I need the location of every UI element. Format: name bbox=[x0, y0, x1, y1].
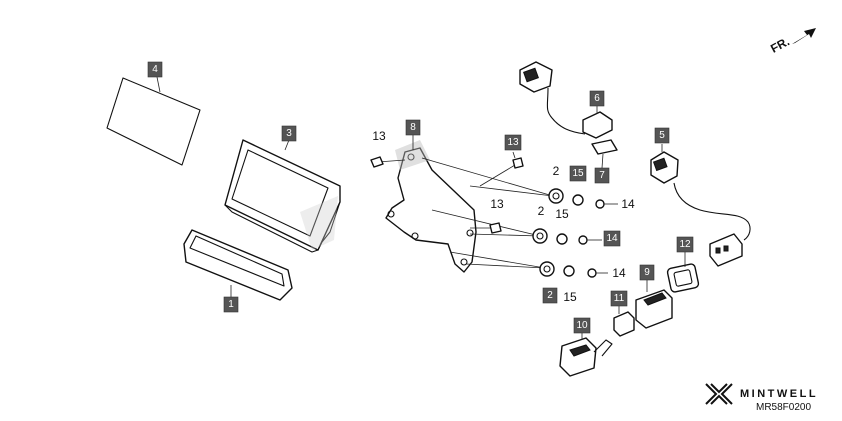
collar-15-c bbox=[563, 265, 575, 277]
grommet-2-a bbox=[548, 188, 564, 204]
callout-2a: 2 bbox=[553, 164, 560, 178]
callout-15b: 15 bbox=[555, 207, 569, 221]
callout-7: 7 bbox=[594, 167, 610, 184]
part-10-socket bbox=[559, 333, 613, 377]
part-code: MR58F0200 bbox=[756, 402, 811, 413]
callout-14c: 14 bbox=[612, 266, 626, 280]
callout-2c-label: 2 bbox=[547, 290, 553, 301]
screw-14-c bbox=[587, 268, 608, 278]
callout-5-label: 5 bbox=[659, 130, 665, 141]
callout-10: 10 bbox=[573, 317, 591, 334]
part-7-pad bbox=[591, 139, 618, 169]
part-8-bracket bbox=[385, 135, 477, 273]
collar-15-b bbox=[556, 233, 568, 245]
callout-1: 1 bbox=[223, 296, 239, 313]
grommet-2-c bbox=[539, 261, 555, 277]
callout-14b: 14 bbox=[603, 230, 621, 247]
callout-4: 4 bbox=[147, 61, 163, 78]
part-12-gasket bbox=[666, 252, 700, 293]
assembly-lines bbox=[377, 157, 554, 269]
callout-9-label: 9 bbox=[644, 267, 650, 278]
part-1-cover bbox=[183, 229, 293, 301]
callout-14a: 14 bbox=[621, 197, 635, 211]
brand-watermark: MINTWELL bbox=[705, 383, 818, 405]
callout-11-label: 11 bbox=[614, 293, 625, 304]
callout-3-label: 3 bbox=[286, 128, 292, 139]
screw-14-a bbox=[595, 199, 618, 209]
direction-label: FR. bbox=[768, 34, 792, 55]
part-11-cap bbox=[613, 306, 635, 337]
callout-6: 6 bbox=[589, 90, 605, 107]
callout-9: 9 bbox=[639, 264, 655, 281]
callout-2c: 2 bbox=[542, 287, 558, 304]
part-9-socket bbox=[635, 280, 673, 329]
callout-10-label: 10 bbox=[576, 320, 588, 331]
callout-4-label: 4 bbox=[152, 64, 158, 75]
collar-15-a bbox=[572, 194, 584, 206]
part-4-film bbox=[106, 76, 201, 166]
callout-15a: 15 bbox=[569, 165, 587, 182]
callout-8-label: 8 bbox=[410, 122, 416, 133]
brand-logo-icon bbox=[705, 383, 733, 405]
bolt-13-c bbox=[489, 222, 502, 234]
callout-3: 3 bbox=[281, 125, 297, 142]
part-6-harness bbox=[519, 61, 613, 139]
front-direction-indicator: FR. bbox=[768, 28, 816, 56]
callout-5: 5 bbox=[654, 127, 670, 144]
callout-15c: 15 bbox=[563, 290, 577, 304]
arrow-icon bbox=[792, 28, 816, 44]
part-3-display bbox=[224, 139, 341, 253]
callout-11: 11 bbox=[610, 290, 628, 307]
brand-name: MINTWELL bbox=[740, 388, 818, 400]
part-5-harness bbox=[650, 144, 751, 267]
callout-13b-label: 13 bbox=[507, 137, 519, 148]
callout-13b: 13 bbox=[504, 134, 522, 151]
callout-12-label: 12 bbox=[679, 239, 691, 250]
callout-7-label: 7 bbox=[599, 170, 605, 181]
bolt-13-a bbox=[370, 156, 384, 168]
callout-14b-label: 14 bbox=[606, 233, 618, 244]
bolt-13-b bbox=[512, 151, 524, 169]
callout-13c: 13 bbox=[490, 197, 504, 211]
callout-8: 8 bbox=[405, 119, 421, 136]
callout-13a: 13 bbox=[372, 129, 386, 143]
callout-15a-label: 15 bbox=[572, 168, 584, 179]
callout-12: 12 bbox=[676, 236, 694, 253]
callout-6-label: 6 bbox=[594, 93, 600, 104]
callout-1-label: 1 bbox=[228, 299, 234, 310]
grommet-2-b bbox=[532, 228, 548, 244]
callout-2b: 2 bbox=[538, 204, 545, 218]
screw-14-b bbox=[578, 235, 602, 245]
